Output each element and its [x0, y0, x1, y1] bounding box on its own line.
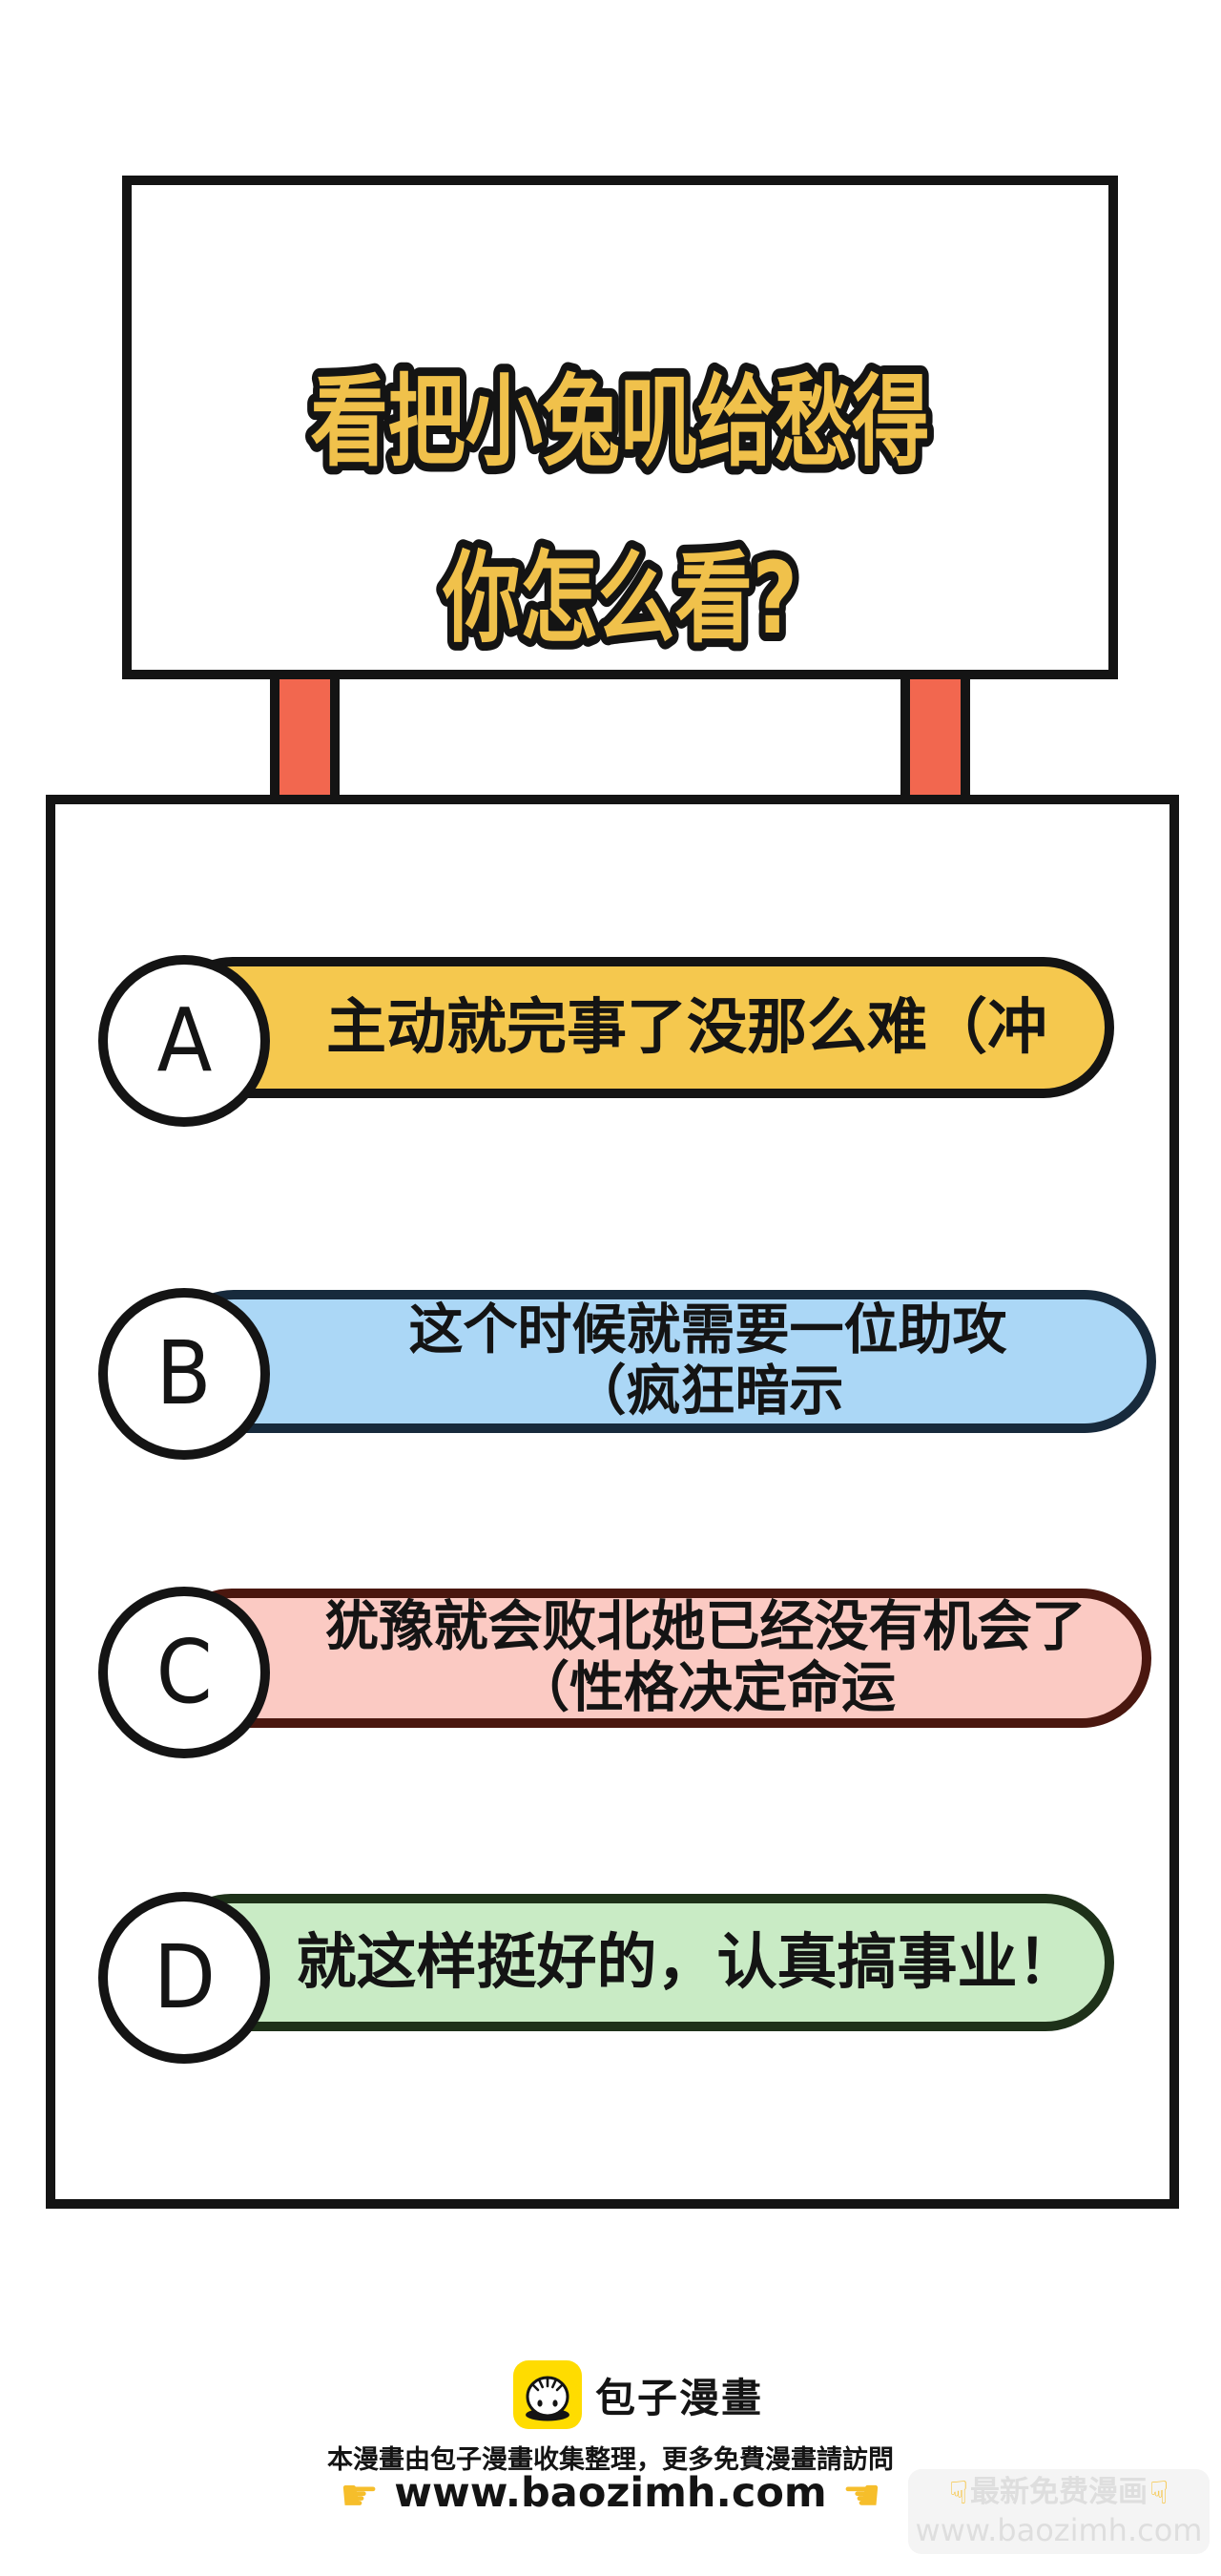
option-d-text: 就这样挺好的，认真搞事业！ [296, 1903, 1078, 2022]
option-c-pill[interactable]: 犹豫就会败北她已经没有机会了 （性格决定命运 [162, 1589, 1151, 1728]
sign-post-left [270, 670, 340, 804]
option-c-badge: C [98, 1587, 270, 1758]
option-b-text: 这个时候就需要一位助攻 （疯狂暗示 [296, 1299, 1120, 1423]
collection-notice: 本漫畫由包子漫畫收集整理，更多免費漫畫請訪問 [327, 2445, 894, 2475]
option-d-letter: D [153, 1926, 216, 2028]
option-c-text: 犹豫就会败北她已经没有机会了 （性格决定命运 [296, 1595, 1115, 1719]
sign-title-art: 看把小兔叽给愁得 你怎么看? [303, 356, 938, 663]
option-b-badge: B [98, 1288, 270, 1460]
option-a-pill[interactable]: 主动就完事了没那么难（冲 [162, 957, 1114, 1098]
option-a-text: 主动就完事了没那么难（冲 [296, 966, 1078, 1089]
option-d-text-line-1: 就这样挺好的，认真搞事业！ [296, 1927, 1078, 1998]
option-b-text-line-2: （疯狂暗示 [571, 1360, 844, 1423]
option-b-text-line-1: 这个时候就需要一位助攻 [408, 1298, 1007, 1362]
option-a-badge: A [98, 955, 270, 1127]
watermark-box: ☟最新免费漫画☟ www.baozimh.com [908, 2469, 1210, 2554]
option-d-pill[interactable]: 就这样挺好的，认真搞事业！ [162, 1894, 1114, 2031]
site-url-line[interactable]: ☛ www.baozimh.com ☚ [0, 2469, 1221, 2521]
option-c-letter: C [155, 1621, 213, 1723]
option-a-letter: A [156, 989, 212, 1091]
site-url[interactable]: www.baozimh.com [394, 2469, 827, 2517]
sign-post-right [900, 670, 970, 804]
pointing-right-hand-icon: ☛ [340, 2469, 380, 2521]
option-d-badge: D [98, 1892, 270, 2064]
option-c-text-line-2: （性格决定命运 [515, 1656, 896, 1719]
option-a-text-line-1: 主动就完事了没那么难（冲 [326, 992, 1047, 1063]
option-b-letter: B [155, 1322, 213, 1424]
option-c-text-line-1: 犹豫就会败北她已经没有机会了 [324, 1595, 1086, 1659]
brand-name: 包子漫畫 [595, 2374, 764, 2421]
sign-title-line-2: 你怎么看? [442, 540, 797, 656]
pointing-left-hand-icon: ☚ [841, 2469, 881, 2521]
pointing-down-hand-icon: ☟ [1149, 2474, 1169, 2511]
sign-title-line-1: 看把小兔叽给愁得 [311, 364, 930, 480]
watermark-url: www.baozimh.com [915, 2511, 1203, 2548]
pointing-down-hand-icon: ☟ [948, 2474, 968, 2511]
option-b-pill[interactable]: 这个时候就需要一位助攻 （疯狂暗示 [162, 1290, 1156, 1433]
watermark-label: 最新免费漫画 [970, 2475, 1148, 2509]
question-sign-board: 看把小兔叽给愁得 你怎么看? [122, 176, 1118, 679]
watermark-label-line: ☟最新免费漫画☟ [908, 2474, 1210, 2512]
baozi-bun-logo-icon [513, 2360, 582, 2429]
